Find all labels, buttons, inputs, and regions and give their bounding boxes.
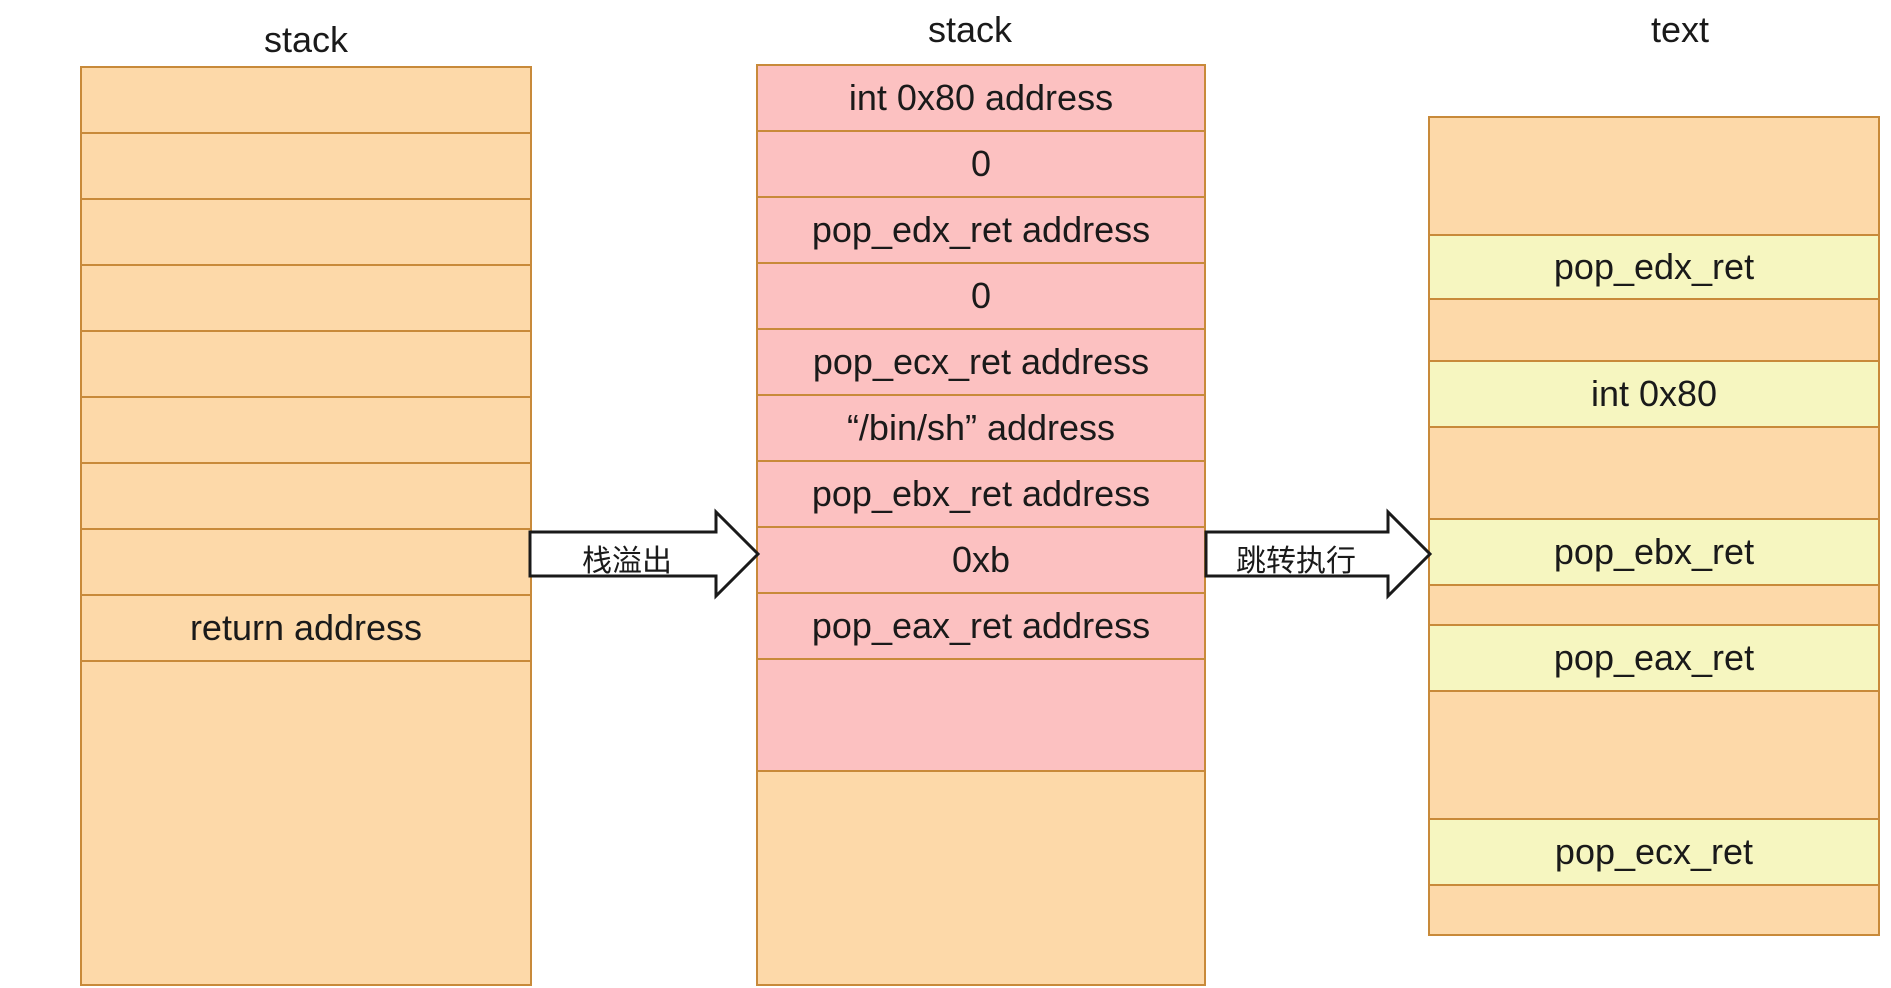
original-stack: return address [80, 66, 532, 986]
payload-slot: 0 [758, 132, 1204, 198]
text-region [1430, 428, 1878, 520]
stack-slot [82, 332, 530, 398]
overflow-arrow-label: 栈溢出 [582, 544, 672, 579]
text-region [1430, 586, 1878, 626]
stack-slot [82, 68, 530, 134]
payload-slot: pop_ecx_ret address [758, 330, 1204, 396]
text-segment-title: text [1650, 9, 1710, 50]
gadget-pop-ebx-ret: pop_ebx_ret [1430, 520, 1878, 586]
stack-slot [82, 200, 530, 266]
payload-slot: 0xb [758, 528, 1204, 594]
jump-arrow [1204, 508, 1433, 600]
gadget-pop-ecx-ret: pop_ecx_ret [1430, 820, 1878, 886]
stack-slot [82, 134, 530, 200]
payload-slot: “/bin/sh” address [758, 396, 1204, 462]
middle-stack-title: stack [927, 9, 1013, 50]
left-stack-title: stack [263, 19, 349, 60]
text-segment: pop_edx_ret int 0x80 pop_ebx_ret pop_eax… [1428, 116, 1880, 936]
jump-arrow-label: 跳转执行 [1236, 544, 1356, 579]
gadget-pop-eax-ret: pop_eax_ret [1430, 626, 1878, 692]
stack-slot [82, 464, 530, 530]
payload-slot: pop_ebx_ret address [758, 462, 1204, 528]
payload-slot: pop_eax_ret address [758, 594, 1204, 660]
text-region [1430, 300, 1878, 362]
payload-slot: pop_edx_ret address [758, 198, 1204, 264]
payload-slot [758, 660, 1204, 772]
gadget-int-0x80: int 0x80 [1430, 362, 1878, 428]
return-address-slot: return address [82, 596, 530, 662]
gadget-pop-edx-ret: pop_edx_ret [1430, 236, 1878, 300]
stack-slot [82, 398, 530, 464]
payload-slot: int 0x80 address [758, 66, 1204, 132]
text-region [1430, 886, 1878, 934]
stack-slot [82, 266, 530, 332]
stack-slot [82, 530, 530, 596]
overflow-arrow [528, 508, 761, 600]
payload-slot: 0 [758, 264, 1204, 330]
text-region [1430, 118, 1878, 236]
text-region [1430, 692, 1878, 820]
overflowed-stack: int 0x80 address 0 pop_edx_ret address 0… [756, 64, 1206, 986]
